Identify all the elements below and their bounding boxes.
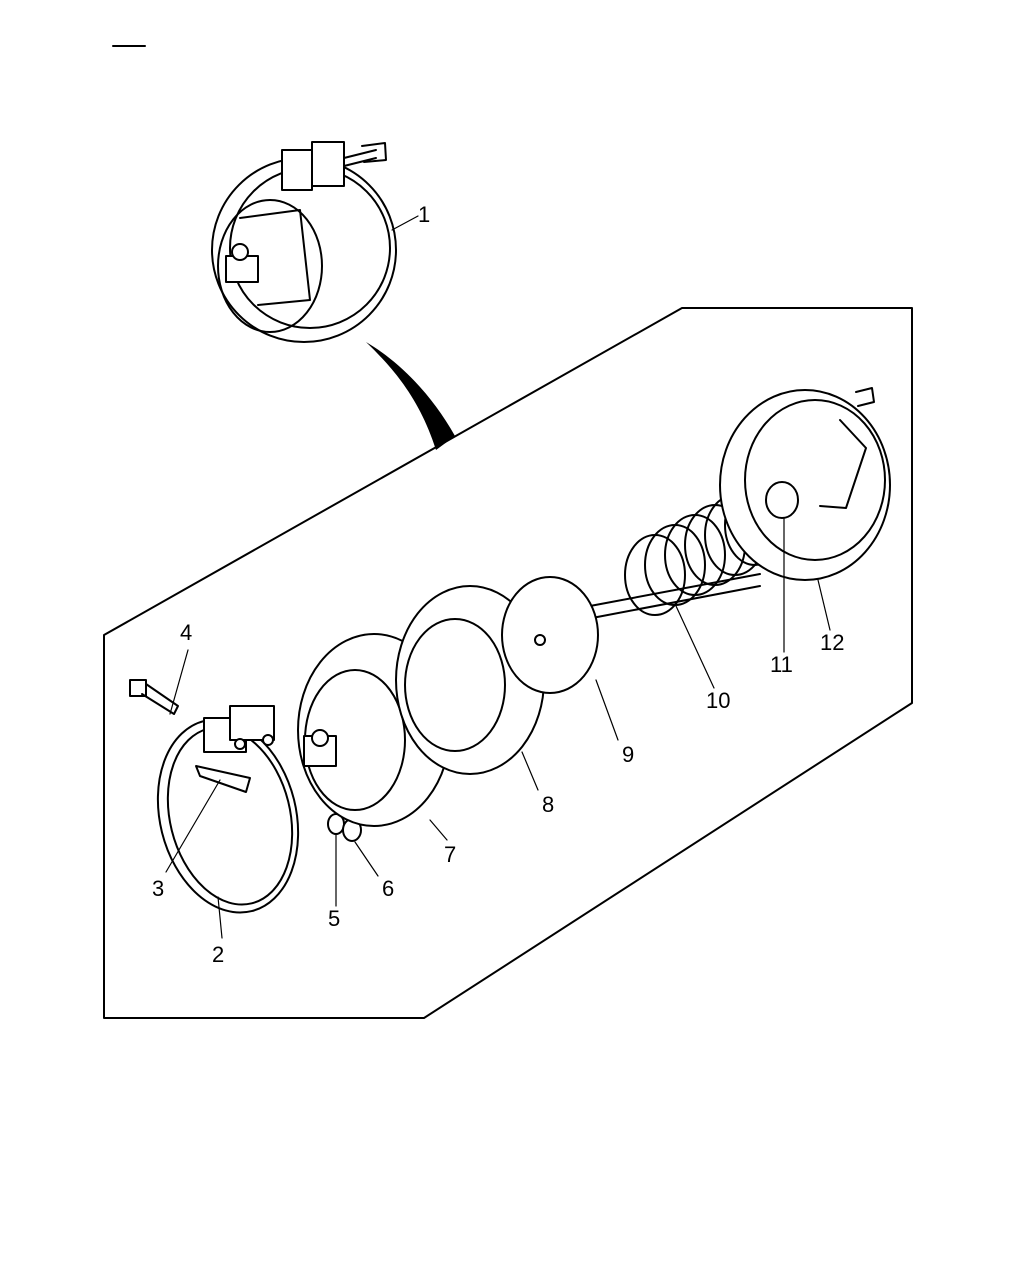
callout-8: 8 (542, 792, 554, 817)
part-3-gasket-strip (195, 765, 251, 793)
part-12-rear-housing (719, 387, 891, 581)
callout-6: 6 (382, 876, 394, 901)
part-1-assembled-chamber (211, 141, 397, 343)
callout-12: 12 (820, 630, 844, 655)
callout-9: 9 (622, 742, 634, 767)
callout-11: 11 (770, 652, 793, 677)
leader-lines (165, 215, 831, 939)
callout-5: 5 (328, 906, 340, 931)
clamp-block (203, 705, 275, 753)
part-11-bushing (765, 481, 799, 519)
callout-1: 1 (418, 202, 430, 227)
assembly-connector (366, 342, 455, 450)
callout-4: 4 (180, 620, 192, 645)
callout-2: 2 (212, 942, 224, 967)
callout-10: 10 (706, 688, 730, 713)
exploded-view-frame (103, 307, 913, 1019)
part-4-bolt (129, 679, 179, 715)
callout-7: 7 (444, 842, 456, 867)
callout-3: 3 (152, 876, 164, 901)
part-9-pressure-plate (501, 573, 761, 694)
